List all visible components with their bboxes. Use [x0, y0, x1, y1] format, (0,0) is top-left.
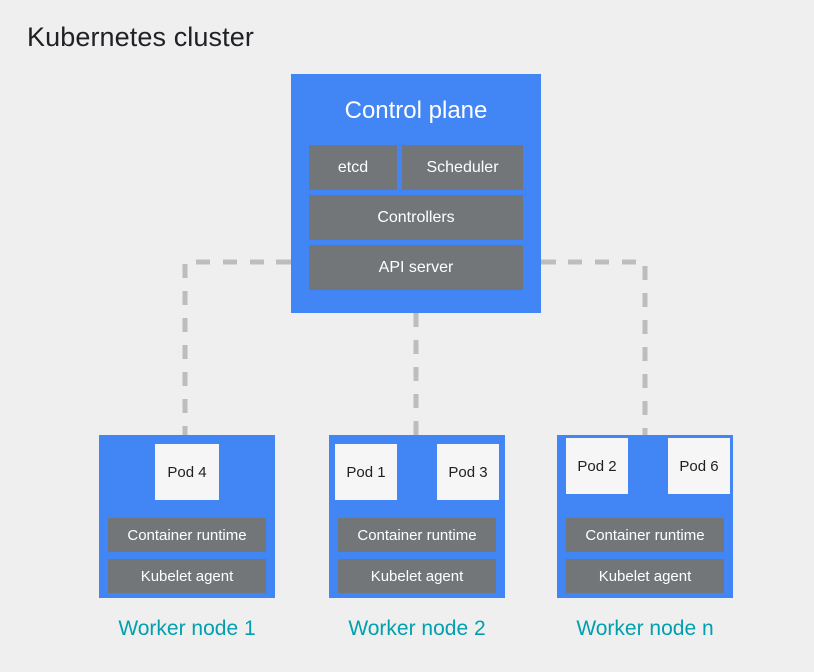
connector-api-to-node-1	[182, 259, 291, 435]
pod-box[interactable]: Pod 4	[155, 444, 219, 500]
worker-node-n-label: Worker node n	[576, 617, 714, 640]
worker-node-n-box[interactable]: Pod 2 Pod 6 Container runtime Kubelet ag…	[557, 435, 733, 598]
pod-box[interactable]: Pod 3	[437, 444, 499, 500]
worker-node-2-label: Worker node 2	[348, 617, 486, 640]
control-plane-component-api-server[interactable]: API server	[309, 245, 523, 290]
control-plane-box[interactable]: Control plane etcd Scheduler Controllers…	[291, 74, 541, 313]
pod-box[interactable]: Pod 1	[335, 444, 397, 500]
pod-box[interactable]: Pod 2	[566, 438, 628, 494]
container-runtime-bar[interactable]: Container runtime	[566, 518, 724, 552]
worker-node-1-label: Worker node 1	[118, 617, 256, 640]
control-plane-title: Control plane	[344, 97, 488, 124]
worker-node-1-box[interactable]: Pod 4 Container runtime Kubelet agent	[99, 435, 275, 598]
control-plane-component-etcd[interactable]: etcd	[309, 145, 397, 190]
worker-node-2-box[interactable]: Pod 1 Pod 3 Container runtime Kubelet ag…	[329, 435, 505, 598]
control-plane-component-scheduler[interactable]: Scheduler	[402, 145, 523, 190]
kubelet-agent-bar[interactable]: Kubelet agent	[108, 559, 266, 593]
connector-api-to-node-n	[541, 259, 648, 435]
pod-box[interactable]: Pod 6	[668, 438, 730, 494]
container-runtime-bar[interactable]: Container runtime	[338, 518, 496, 552]
kubelet-agent-bar[interactable]: Kubelet agent	[338, 559, 496, 593]
container-runtime-bar[interactable]: Container runtime	[108, 518, 266, 552]
page-title: Kubernetes cluster	[27, 22, 254, 52]
control-plane-component-controllers[interactable]: Controllers	[309, 195, 523, 240]
kubelet-agent-bar[interactable]: Kubelet agent	[566, 559, 724, 593]
